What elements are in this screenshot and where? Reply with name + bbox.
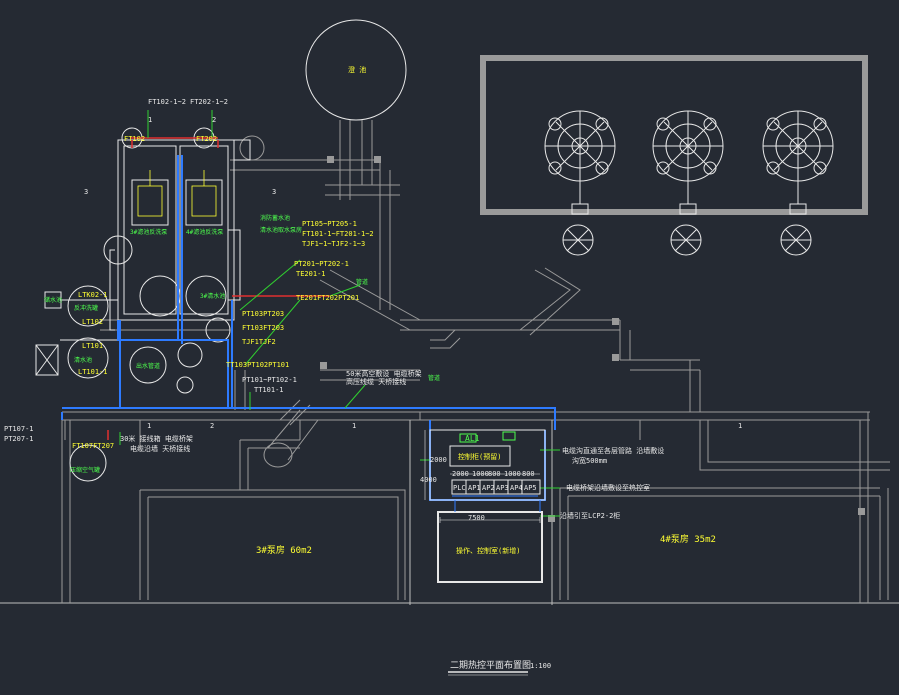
machine-label-m9b: 管道 xyxy=(428,374,440,382)
pump-house-block xyxy=(35,139,251,376)
width-1: 1000 xyxy=(472,470,489,478)
left-tag-1: PT207-1 xyxy=(4,435,34,443)
dimension-lines xyxy=(424,430,541,523)
ft107: FT107FT207 xyxy=(72,442,114,450)
small-number-3: 1 xyxy=(738,422,742,430)
al1: AL1 xyxy=(465,434,480,443)
width-4: 800 xyxy=(522,470,535,478)
dim-7500: 7500 xyxy=(468,514,485,522)
panel-5: AP5 xyxy=(524,484,537,492)
circle-number-1: 1 xyxy=(148,116,152,124)
circle-number-3a: 3 xyxy=(84,188,88,196)
instrument-ft102: FT102 xyxy=(124,135,145,143)
pool: 澄 池 xyxy=(305,19,407,121)
top-tag-left: FT102-1~2 xyxy=(148,98,186,106)
tag-g1-0: PT105~PT205-1 xyxy=(302,220,357,228)
lt101-0: LT101 xyxy=(82,342,103,350)
labels: FT102-1~2 FT202-1~2 1 2 3 3 FT102 FT202 … xyxy=(4,98,742,671)
machine-label-m7: 储水池 xyxy=(44,296,62,304)
drawing-scale: 1:100 xyxy=(530,662,551,670)
width-2: 800 xyxy=(488,470,501,478)
gray-pipes xyxy=(100,120,701,426)
panel-4: AP4 xyxy=(510,484,523,492)
tank-units xyxy=(544,110,834,256)
tank-frame xyxy=(480,55,868,215)
small-number-2: 1 xyxy=(352,422,356,430)
panel-2: AP2 xyxy=(482,484,495,492)
tag-g2-0: PT201~PT202-1 xyxy=(294,260,349,268)
pump-room-left: 3#泵房 60m2 xyxy=(256,544,312,556)
room-note3: 沿墙引至LCP2-2柜 xyxy=(560,511,620,520)
tag-g5-2: TT101-1 xyxy=(254,386,284,394)
tag-g4-0: PT103PT203 xyxy=(242,310,284,318)
cable-note2-1: 电缆沿墙 天桥接线 xyxy=(130,444,190,453)
left-tag-0: PT107-1 xyxy=(4,425,34,433)
machine-label-m10: 清水池取水泵房 xyxy=(260,226,302,234)
room-note1b: 沟宽500mm xyxy=(572,456,607,465)
tag-g3: TE201FT202PT201 xyxy=(296,294,359,302)
machine-label-m3: 3#清水池 xyxy=(200,292,225,300)
ltk-1: LT102 xyxy=(82,318,103,326)
title-underline xyxy=(448,671,528,676)
tag-g1-2: TJF1~1~TJF2-1~3 xyxy=(302,240,365,248)
dim-2000: 2000 xyxy=(430,456,447,464)
small-number-0: 1 xyxy=(147,422,151,430)
tag-g4-2: TJF1TJF2 xyxy=(242,338,276,346)
width-0: 2000 xyxy=(452,470,469,478)
building-outlines xyxy=(0,411,899,605)
ops-room: 操作、控制室(新增) xyxy=(456,546,520,555)
machine-label-m2: 4#滤池反洗泵 xyxy=(186,228,223,236)
machine-label-m11: 出水管道 xyxy=(136,362,160,370)
top-tag-right: FT202-1~2 xyxy=(190,98,228,106)
instrument-ft202: FT202 xyxy=(196,135,217,143)
cable-note1-0: 50米高空敷设 电缆桥架 xyxy=(346,369,422,378)
room-note1: 电缆沟直通至各层管路 沿墙敷设 xyxy=(562,446,664,455)
machine-label-m9: 管道 xyxy=(356,278,368,286)
square-markers xyxy=(320,156,865,522)
machine-label-m8: 压缩空气罐 xyxy=(70,466,100,474)
tag-g4-1: FT103FT203 xyxy=(242,324,284,332)
machine-label-m5: 消防蓄水池 xyxy=(260,214,290,222)
machine-label-m1: 3#滤池反洗泵 xyxy=(130,228,167,236)
panel-1: AP1 xyxy=(468,484,481,492)
tag-g5-0: TT103PT102PT101 xyxy=(226,361,289,369)
circle-number-3b: 3 xyxy=(272,188,276,196)
drawing-title: 二期热控平面布置图 xyxy=(450,659,531,671)
pump-room-right: 4#泵房 35m2 xyxy=(660,533,716,545)
room-note2: 电缆桥架沿墙敷设至热控室 xyxy=(566,483,650,492)
control-box: 控制柜(预留) xyxy=(458,452,501,461)
tag-g2-1: TE201-1 xyxy=(296,270,326,278)
panel-3: AP3 xyxy=(496,484,509,492)
pipe-ellipse xyxy=(239,135,319,468)
tag-g1-1: FT101-1~FT201-1~2 xyxy=(302,230,374,238)
cable-note1-1: 高压线缆 天桥接线 xyxy=(346,377,406,386)
ltk-0: LTK02-1 xyxy=(78,291,108,299)
machine-label-m4: 清水池 xyxy=(74,356,92,364)
pool-label: 澄 池 xyxy=(348,65,366,74)
panel-0: PLC xyxy=(453,484,466,492)
cable-note2-0: 30米 接线箱 电缆桥架 xyxy=(120,434,193,443)
lt101-1: LT101-1 xyxy=(78,368,108,376)
tag-g5-1: PT101~PT102-1 xyxy=(242,376,297,384)
circle-number-2: 2 xyxy=(212,116,216,124)
dim-4000: 4000 xyxy=(420,476,437,484)
control-room xyxy=(429,429,546,583)
small-number-1: 2 xyxy=(210,422,214,430)
red-cables xyxy=(107,137,330,440)
width-3: 1000 xyxy=(504,470,521,478)
machine-label-m6: 反冲洗罐 xyxy=(74,304,98,312)
green-leaders xyxy=(119,110,560,517)
pump-details xyxy=(137,170,217,217)
